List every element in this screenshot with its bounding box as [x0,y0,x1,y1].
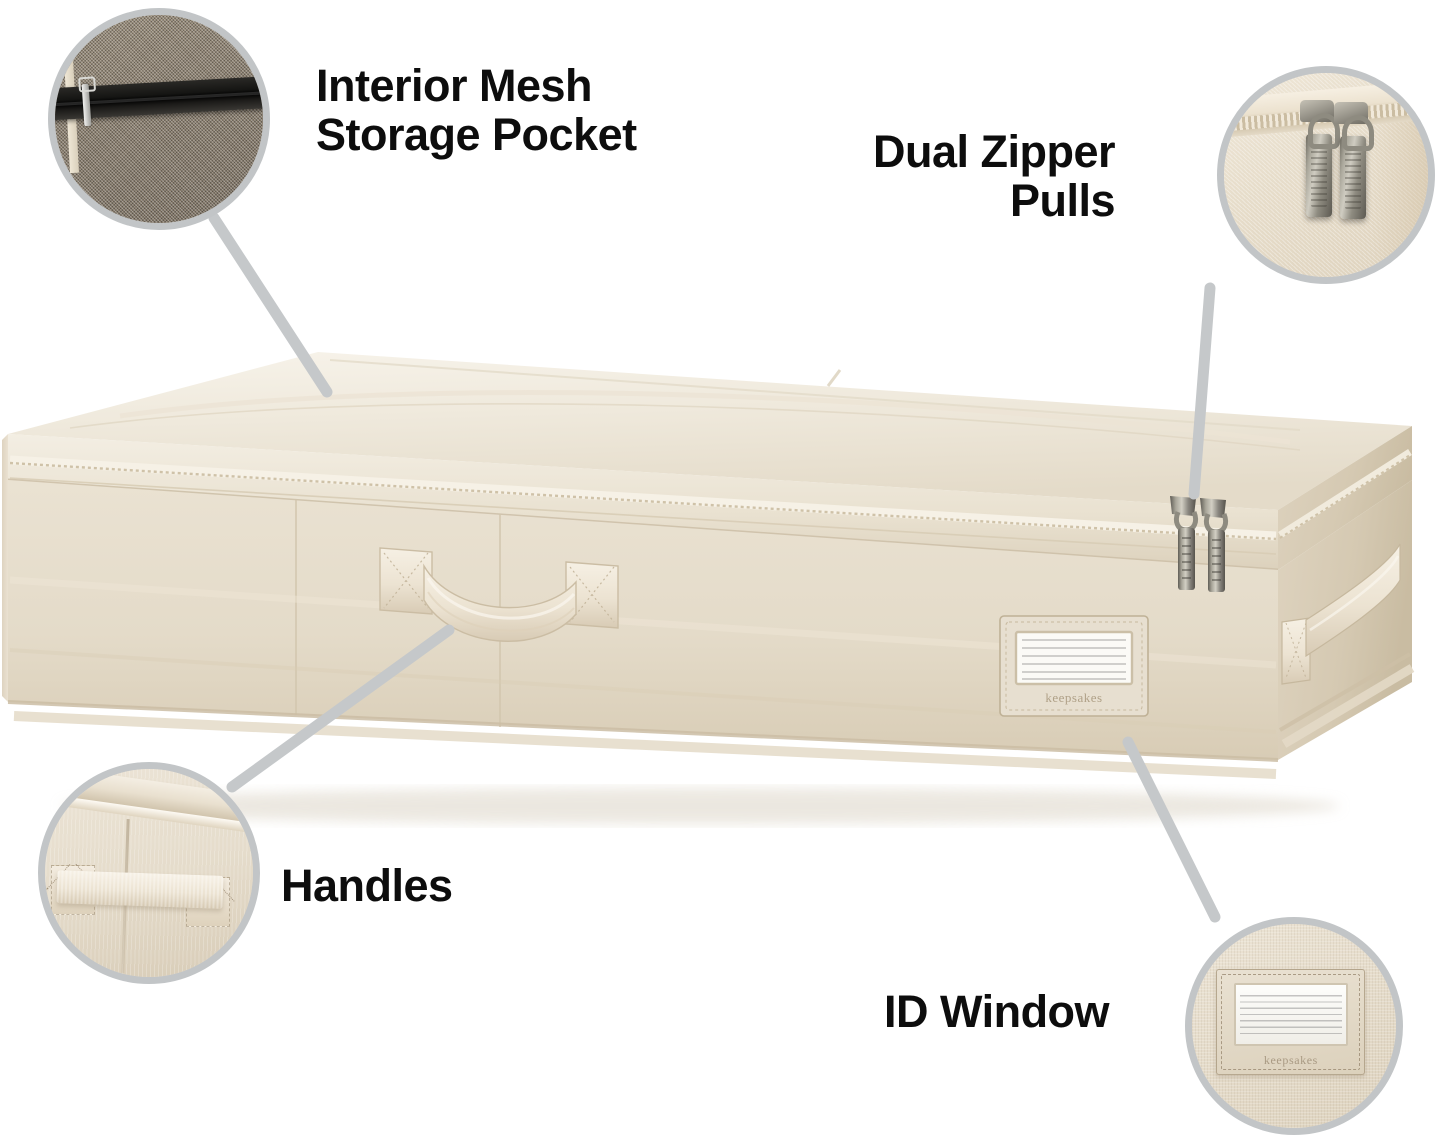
zipper-pull-icon-right [1334,102,1375,220]
handle-photo [45,769,253,977]
callout-label-handles: Handles [281,860,453,911]
id-window-brand-text: keepsakes [1263,1052,1318,1067]
svg-text:keepsakes: keepsakes [1045,690,1102,705]
id-window-stitching [1221,973,1361,1070]
callout-label-dual-zipper-pulls: Dual Zipper Pulls [872,126,1116,226]
callout-label-interior-mesh-storage-pocket: Interior Mesh Storage Pocket [316,60,637,160]
callout-bubble-id-window: keepsakes [1185,917,1403,1135]
zipper-link-loop-left [1307,113,1340,150]
mesh-zipper-pull-icon [81,83,92,126]
product-image: keepsakes [0,330,1445,830]
mesh-pocket-photo [55,15,263,223]
callout-bubble-interior-mesh-storage-pocket [48,8,270,230]
zipper-link-loop-right [1342,115,1375,152]
callout-bubble-handles [38,762,260,984]
id-window-ruled-lines [1240,990,1342,1040]
callout-bubble-dual-zipper-pulls [1217,66,1435,284]
id-window-photo: keepsakes [1192,924,1396,1128]
callout-label-id-window: ID Window [884,986,1110,1037]
zipper-pulls-photo [1224,73,1428,277]
id-window-clear-panel [1233,983,1349,1046]
handle-strap [56,870,225,910]
zipper-pull-icon-left [1299,100,1340,218]
id-window-plate: keepsakes [1216,968,1366,1075]
